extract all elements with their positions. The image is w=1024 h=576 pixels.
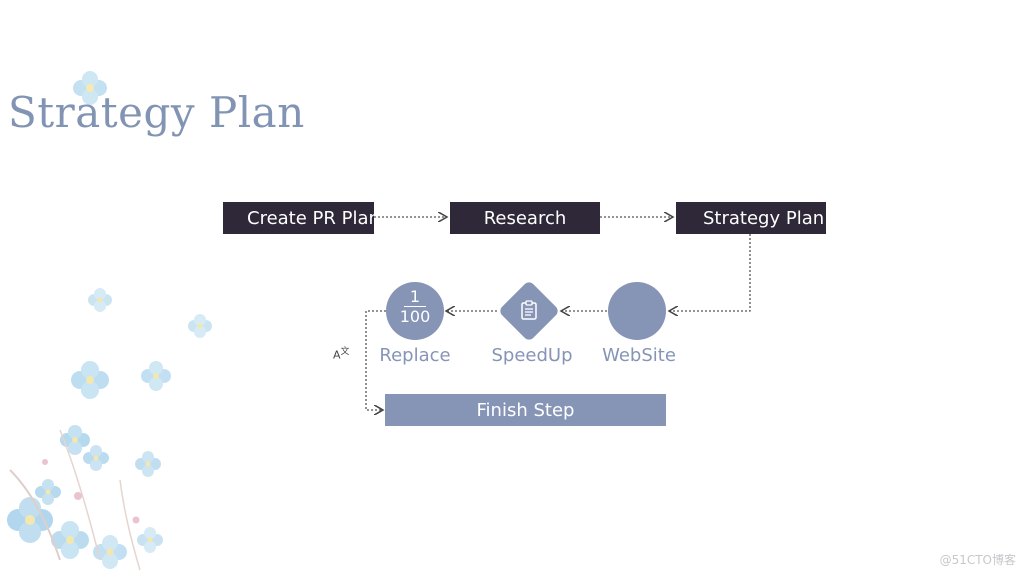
step-strategy-plan-label: Strategy Plan xyxy=(703,207,825,229)
website-node[interactable] xyxy=(608,282,666,340)
clipboard-icon xyxy=(521,300,537,320)
connector-replace-to-finish xyxy=(365,310,386,410)
replace-node[interactable]: 1 100 xyxy=(386,282,444,340)
step-research[interactable]: Research xyxy=(450,202,600,234)
website-label: WebSite xyxy=(602,345,676,366)
replace-label: Replace xyxy=(379,345,451,366)
fraction-icon: 1 100 xyxy=(386,288,444,325)
fraction-numerator: 1 xyxy=(409,287,421,306)
slide-title: Strategy Plan xyxy=(8,88,305,137)
connector-strategy-to-website xyxy=(669,234,751,311)
speedup-label: SpeedUp xyxy=(491,345,573,366)
finish-step-label: Finish Step xyxy=(476,399,575,421)
step-strategy-plan[interactable]: Strategy Plan xyxy=(676,202,826,234)
finish-step[interactable]: Finish Step xyxy=(385,394,666,426)
step-research-label: Research xyxy=(483,207,567,229)
step-create-pr-plan[interactable]: Create PR Plan xyxy=(223,202,374,234)
watermark: @51CTO博客 xyxy=(939,553,1016,567)
translate-icon[interactable]: A文 xyxy=(333,347,350,362)
step-create-pr-plan-label: Create PR Plan xyxy=(247,207,374,229)
fraction-denominator: 100 xyxy=(399,307,431,326)
